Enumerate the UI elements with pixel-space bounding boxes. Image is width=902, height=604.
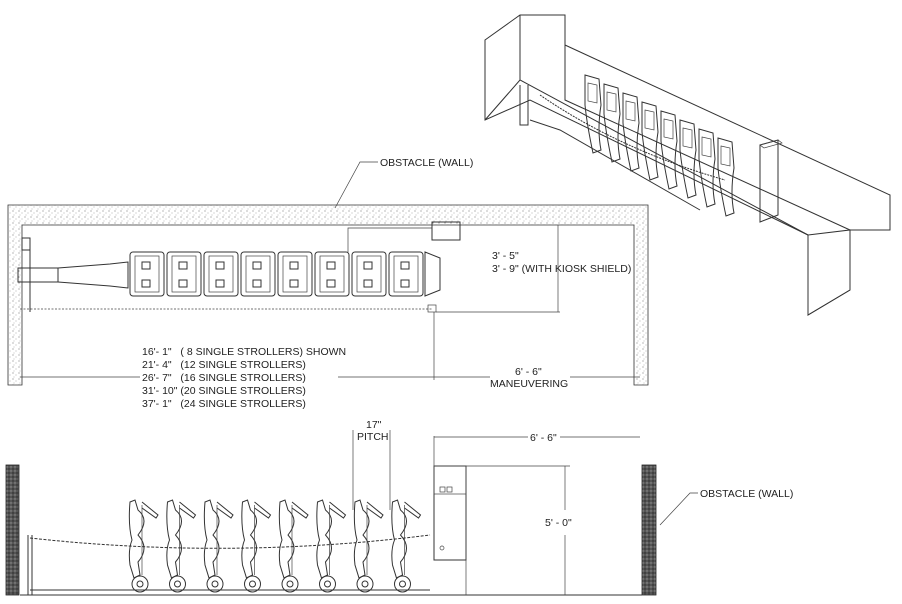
plan-view: OBSTACLE (WALL) 3' - 5" 3' - 9" (WITH KI… xyxy=(7,157,649,410)
depth-dim: 3' - 5" xyxy=(492,250,519,262)
maneuver-dim: 6' - 6" xyxy=(515,366,542,378)
iso-stroller xyxy=(679,119,697,199)
iso-stroller xyxy=(717,137,735,217)
plan-stroller xyxy=(388,251,424,297)
elev-stroller xyxy=(203,499,234,593)
length-option: 31'- 10" (20 SINGLE STROLLERS) xyxy=(142,385,306,397)
elev-stroller xyxy=(166,499,197,593)
plan-stroller xyxy=(277,251,313,297)
iso-stroller xyxy=(641,101,659,181)
iso-kiosk xyxy=(759,139,783,223)
elev-wall-left xyxy=(5,464,20,596)
elev-wall-label: OBSTACLE (WALL) xyxy=(700,488,793,500)
plan-stroller-row xyxy=(129,251,424,297)
iso-stroller xyxy=(622,92,640,172)
plan-wall-label: OBSTACLE (WALL) xyxy=(380,157,473,169)
plan-wall xyxy=(7,204,649,386)
iso-stroller-row xyxy=(584,74,735,217)
elev-wall-right xyxy=(641,464,657,596)
length-option: 16'- 1" ( 8 SINGLE STROLLERS) SHOWN xyxy=(142,346,346,358)
plan-stroller xyxy=(351,251,387,297)
length-options: 16'- 1" ( 8 SINGLE STROLLERS) SHOWN 21'-… xyxy=(142,346,346,410)
iso-stroller xyxy=(584,74,602,154)
isometric-view xyxy=(484,14,891,316)
plan-stroller xyxy=(314,251,350,297)
iso-stroller xyxy=(603,83,621,163)
elev-stroller xyxy=(241,499,272,593)
elev-stroller xyxy=(316,499,347,593)
plan-stroller xyxy=(203,251,239,297)
iso-stroller xyxy=(698,128,716,208)
depth-dim-kiosk: 3' - 9" (WITH KIOSK SHIELD) xyxy=(492,263,631,275)
length-option: 26'- 7" (16 SINGLE STROLLERS) xyxy=(142,372,306,384)
pitch-label: PITCH xyxy=(357,431,389,443)
plan-stroller xyxy=(166,251,202,297)
elev-stroller-row xyxy=(128,499,422,593)
length-option: 21'- 4" (12 SINGLE STROLLERS) xyxy=(142,359,306,371)
elev-stroller xyxy=(353,499,384,593)
maneuver-label: MANEUVERING xyxy=(490,378,568,390)
elev-stroller xyxy=(391,499,422,593)
clearance-dim: 6' - 6" xyxy=(530,432,557,444)
elev-stroller xyxy=(128,499,159,593)
length-option: 37'- 1" (24 SINGLE STROLLERS) xyxy=(142,398,306,410)
kiosk xyxy=(433,465,467,595)
elevation-view: 17" PITCH 6' - 6" 5' - 0" OBSTACLE (WALL… xyxy=(5,419,793,596)
plan-stroller xyxy=(240,251,276,297)
plan-stroller xyxy=(129,251,165,297)
height-dim: 5' - 0" xyxy=(545,517,572,529)
iso-stroller xyxy=(660,110,678,190)
pitch-dim: 17" xyxy=(366,419,382,431)
elev-stroller xyxy=(278,499,309,593)
